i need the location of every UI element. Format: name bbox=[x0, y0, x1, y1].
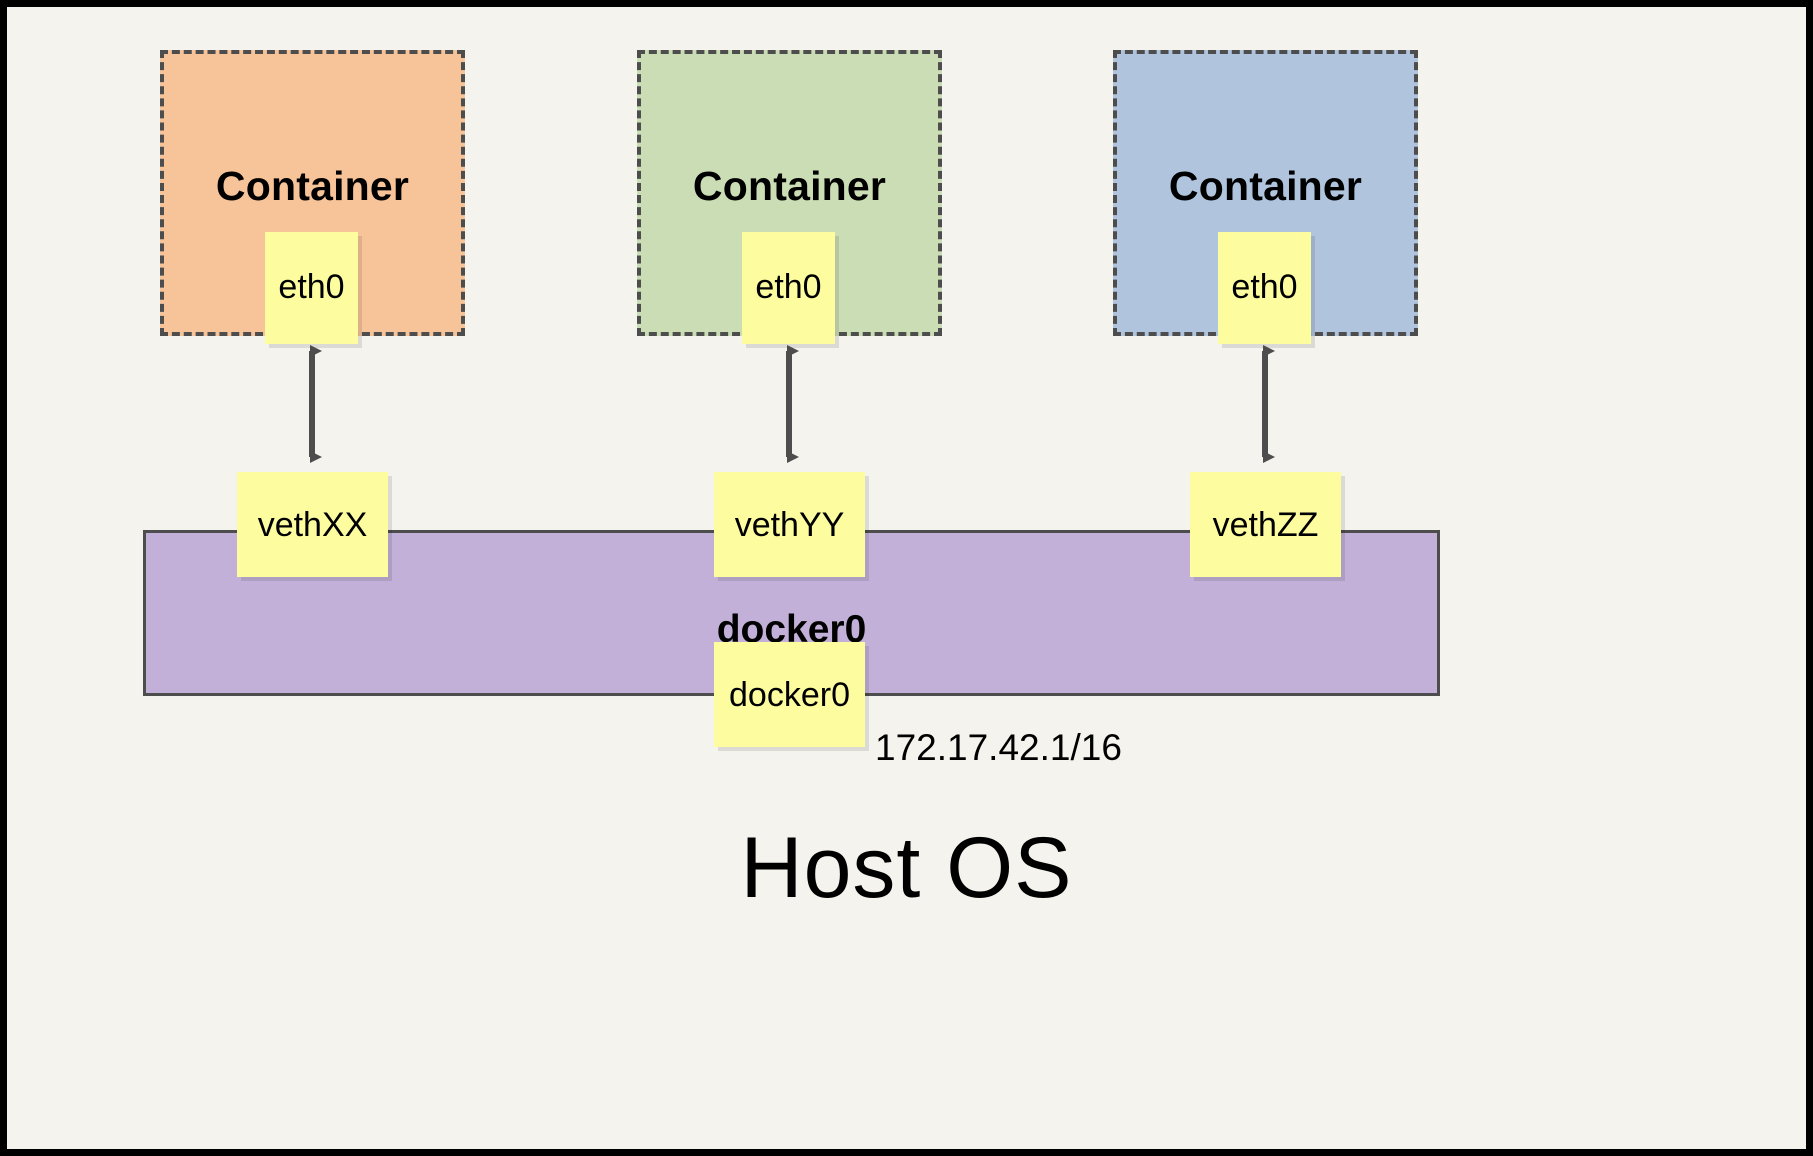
arrow-eth0-vethzz bbox=[1262, 345, 1275, 463]
eth0-box-2: eth0 bbox=[742, 232, 835, 344]
vethzz-box: vethZZ bbox=[1190, 472, 1341, 577]
eth0-box-3: eth0 bbox=[1218, 232, 1311, 344]
vethyy-box: vethYY bbox=[714, 472, 865, 577]
docker0-iface-label: docker0 bbox=[729, 676, 850, 714]
container-title-1: Container bbox=[215, 163, 410, 209]
docker0-iface-box: docker0 bbox=[714, 642, 865, 747]
container-title-2: Container bbox=[692, 163, 887, 209]
eth0-label-1: eth0 bbox=[278, 268, 345, 306]
arrow-eth0-vethyy bbox=[786, 345, 799, 463]
eth0-box-1: eth0 bbox=[265, 232, 358, 344]
eth0-label-3: eth0 bbox=[1231, 268, 1298, 306]
eth0-label-2: eth0 bbox=[755, 268, 822, 306]
host-os-label: Host OS bbox=[740, 820, 1073, 916]
vethzz-label: vethZZ bbox=[1212, 506, 1319, 544]
vethyy-label: vethYY bbox=[734, 506, 845, 544]
vethxx-box: vethXX bbox=[237, 472, 388, 577]
vethxx-label: vethXX bbox=[257, 506, 368, 544]
docker0-ip-address: 172.17.42.1/16 bbox=[875, 727, 1122, 768]
arrow-eth0-vethxx bbox=[309, 345, 322, 463]
diagram-stage: Container eth0 Container eth0 Container … bbox=[7, 7, 1806, 1149]
container-title-3: Container bbox=[1168, 163, 1363, 209]
